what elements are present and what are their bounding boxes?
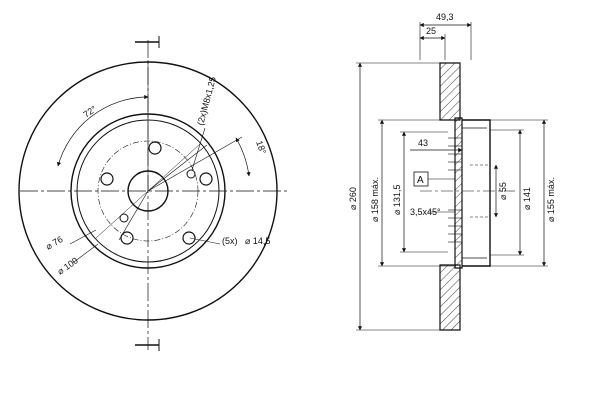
angle-18-label: 18°	[254, 139, 268, 156]
dia-141-label: ⌀ 141	[522, 187, 532, 210]
outer-dia-label: ⌀ 260	[348, 187, 358, 210]
dia-131-5-label: ⌀ 131,5	[392, 185, 402, 215]
datum-label: A	[417, 175, 424, 186]
friction-ring-outer-bottom	[439, 264, 461, 331]
front-view	[18, 36, 290, 351]
bolt-hole	[148, 141, 162, 155]
angle-arc-72	[56, 94, 149, 167]
bolt-callout-label: (5x)	[222, 236, 238, 246]
bolt-dia-label: ⌀ 14,5	[245, 236, 270, 246]
friction-ring-outer	[439, 62, 461, 121]
bolt-hole	[182, 231, 196, 245]
chamfer-label: 3,5x45°	[410, 207, 441, 217]
dia-155-label: ⌀ 155 máx.	[546, 177, 556, 222]
hat-flange	[462, 119, 491, 267]
front-view-labels: 72° 18° (2x)M8x1,25 (5x) ⌀ 14,5 ⌀ 76 ⌀ 1…	[44, 76, 270, 277]
dim-43-label: 43	[418, 138, 428, 148]
dia-55-label: ⌀ 55	[498, 182, 508, 200]
total-thickness-label: 49,3	[436, 12, 454, 22]
angle-72-label: 72°	[81, 103, 98, 119]
bolt-hole	[100, 172, 114, 186]
threaded-hole	[186, 169, 196, 179]
thread-callout-label: (2x)M8x1,25	[195, 76, 218, 127]
vent-ribs	[448, 137, 462, 243]
side-view-labels: 49,3 25 43 A 3,5x45° ⌀ 260 ⌀ 158 máx. ⌀ …	[348, 12, 556, 222]
angle-arc-18	[235, 137, 251, 177]
hat-wall	[454, 117, 463, 269]
disc-thickness-label: 25	[426, 26, 436, 36]
center-dia-label: ⌀ 76	[44, 234, 65, 252]
threaded-hole	[119, 213, 129, 223]
bolt-hole	[199, 172, 213, 186]
dia-158-label: ⌀ 158 máx.	[370, 177, 380, 222]
side-view	[356, 22, 548, 331]
bolt-hole	[120, 231, 134, 245]
pcd-label: ⌀ 100	[55, 255, 80, 276]
